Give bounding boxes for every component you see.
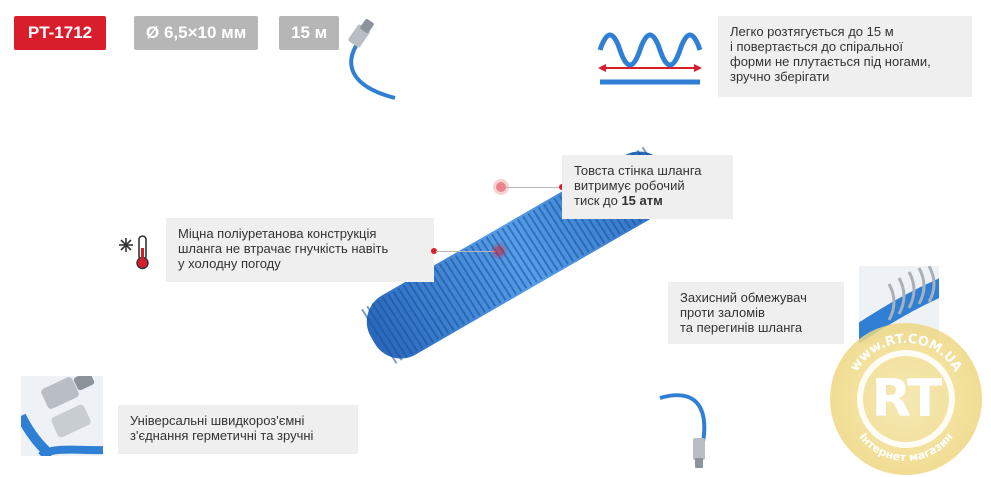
wall-pressure-prefix: тиск до: [574, 193, 622, 208]
stretch-line-3: форми не плутається під ногами,: [730, 54, 931, 69]
coil-ring: [465, 248, 502, 304]
coil-ring: [470, 245, 507, 301]
polyurethane-hotspot: [494, 246, 504, 256]
coil-ring: [454, 254, 491, 310]
wall-leader-line: [506, 187, 562, 188]
coil-ring: [376, 299, 414, 355]
coil-ring: [433, 266, 471, 322]
coil-ring: [444, 260, 481, 316]
polyurethane-line-2: шланга не втрачає гнучкість навіть: [178, 241, 389, 256]
stretch-line-2: і повертається до спіральної: [730, 39, 903, 54]
coil-ring: [371, 302, 408, 358]
coil-ring: [511, 221, 549, 277]
polyurethane-line-3: у холодну погоду: [178, 256, 281, 271]
protector-callout: Захисний обмежувач проти заломів та пере…: [668, 282, 844, 344]
coil-ring: [418, 275, 455, 331]
watermark-rt-mark: RT: [871, 369, 942, 429]
coil-ring: [532, 209, 569, 265]
coil-ring: [381, 296, 419, 352]
model-badge: PT-1712: [14, 16, 106, 50]
connectors-callout: Універсальні швидкороз'ємні з'єднання ге…: [118, 405, 358, 454]
coil-ring: [491, 233, 528, 289]
protector-line-3: та перегинів шланга: [680, 320, 803, 335]
stretch-line-1: Легко розтягується до 15 м: [730, 24, 894, 39]
coil-ring: [361, 308, 398, 364]
coil-ring: [475, 242, 512, 298]
coil-ring: [506, 224, 543, 280]
coil-ring: [485, 236, 523, 292]
coil-ring: [542, 203, 580, 259]
coil-ring: [553, 197, 590, 253]
coil-ring: [439, 263, 476, 319]
coil-ring: [527, 212, 564, 268]
coil-ring: [392, 290, 429, 346]
coil-ring: [501, 227, 538, 283]
coil-ring: [449, 257, 486, 313]
coil-ring: [517, 218, 554, 274]
wall-hotspot: [496, 182, 506, 192]
coil-ring: [397, 287, 434, 343]
spring-stretch-icon: [597, 20, 703, 90]
wall-line-2: витримує робочий: [574, 178, 685, 193]
coil-ring: [413, 278, 450, 334]
coil-ring: [366, 305, 403, 361]
stretch-line-4: зручно зберігати: [730, 69, 830, 84]
rt-store-watermark: www.RT.COM.UA Інтернет магазин RT: [830, 323, 982, 475]
coil-ring: [548, 200, 585, 256]
coil-ring: [387, 293, 424, 349]
connectors-line-1: Універсальні швидкороз'ємні: [130, 413, 305, 428]
polyurethane-leader-dot: [431, 248, 437, 254]
coil-ring: [522, 215, 559, 271]
wall-line-1: Товста стінка шланга: [574, 163, 702, 178]
stretch-callout: Легко розтягується до 15 м і повертаєтьс…: [718, 16, 972, 97]
polyurethane-callout: Міцна поліуретанова конструкція шланга н…: [166, 218, 434, 282]
coil-ring: [480, 239, 517, 295]
wall-callout: Товста стінка шланга витримує робочий ти…: [562, 155, 733, 219]
polyurethane-leader-line: [436, 251, 496, 252]
polyurethane-line-1: Міцна поліуретанова конструкція: [178, 226, 377, 241]
coil-ring: [428, 269, 465, 325]
coil-ring: [537, 206, 575, 262]
protector-line-2: проти заломів: [680, 305, 765, 320]
coil-ring: [402, 284, 439, 340]
coil-ring: [423, 272, 460, 328]
diameter-badge: Ø 6,5×10 мм: [134, 16, 259, 50]
length-badge: 15 м: [279, 16, 340, 50]
coil-ring: [496, 230, 533, 286]
wall-pressure-value: 15 атм: [621, 193, 663, 208]
protector-line-1: Захисний обмежувач: [680, 290, 807, 305]
wall-line-3: тиск до 15 атм: [574, 193, 721, 208]
coil-ring: [459, 251, 497, 307]
coil-ring: [407, 281, 445, 337]
connectors-photo: [21, 376, 103, 456]
snowflake-thermometer-icon: [118, 234, 152, 270]
connectors-line-2: з'єднання герметичні та зручні: [130, 428, 314, 443]
